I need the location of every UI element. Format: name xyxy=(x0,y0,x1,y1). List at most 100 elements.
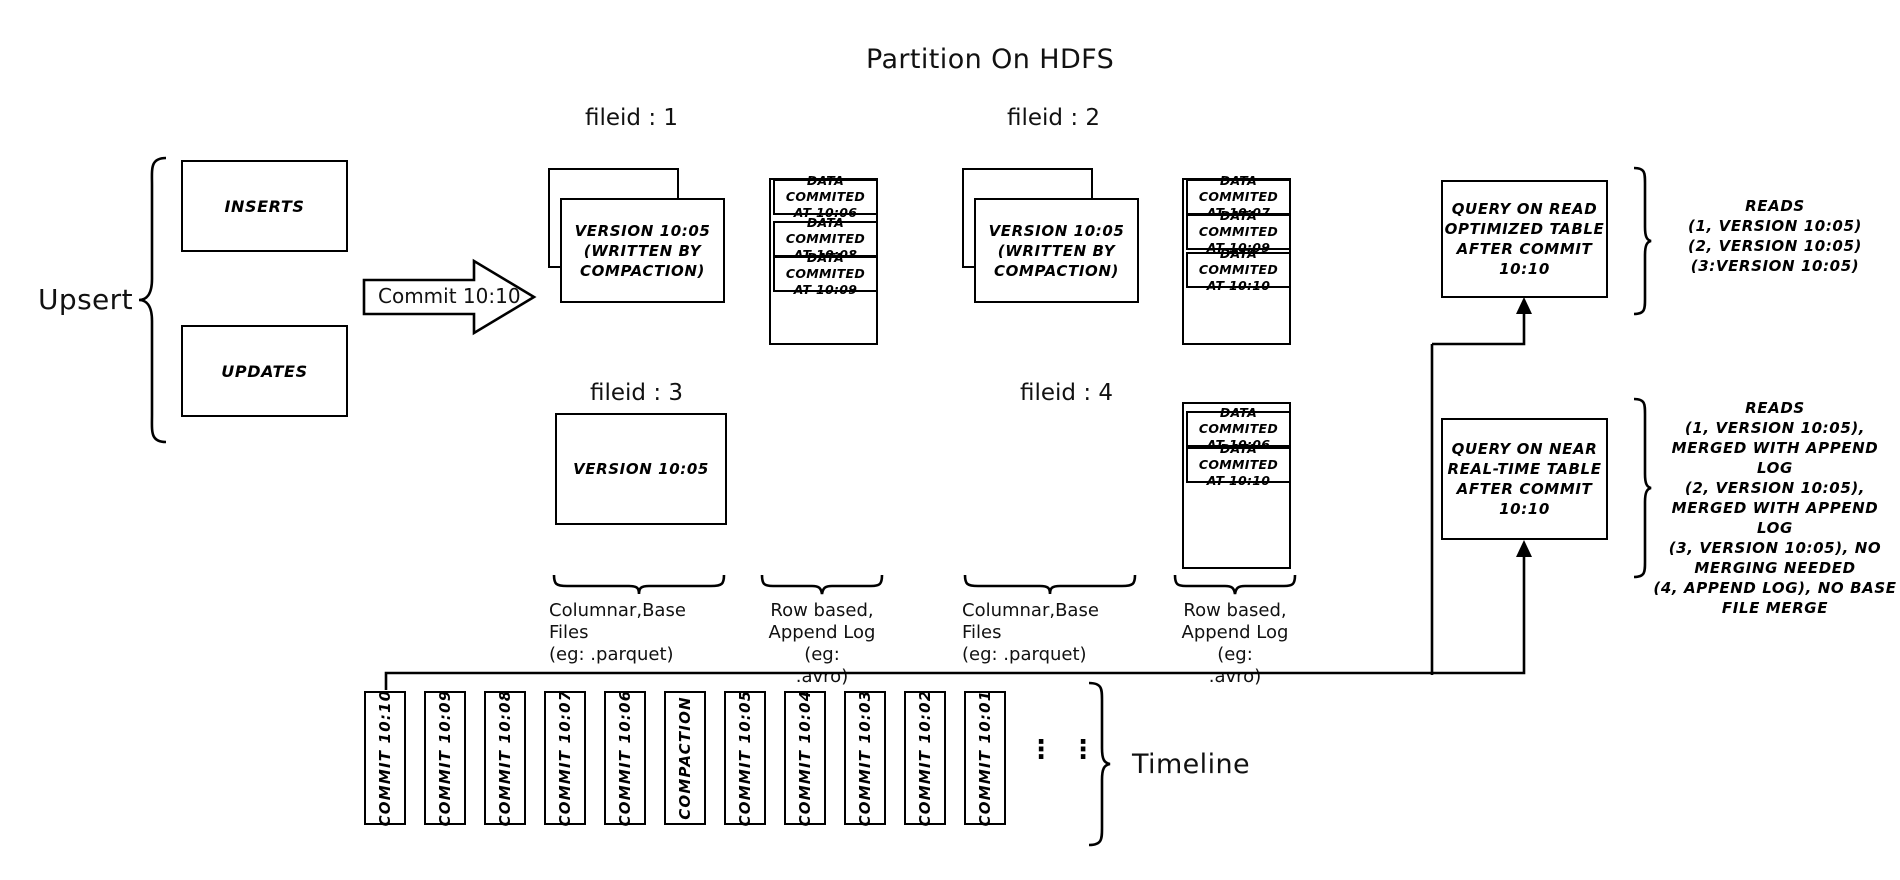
chip-label: COMMIT 10:02 xyxy=(916,689,934,827)
fileid-1-header: fileid : 1 xyxy=(585,105,679,131)
columnar-right-line2: (eg: .parquet) xyxy=(962,644,1087,665)
timeline-chip-commit-10-10[interactable]: COMMIT 10:10 xyxy=(364,689,406,827)
commit-arrow[interactable]: Commit 10:10 xyxy=(362,258,537,336)
columnar-right-line1: Columnar,Base Files xyxy=(962,600,1099,643)
query-ro-line2: OPTIMIZED TABLE xyxy=(1444,220,1605,238)
reads-nrt-line-1: (1, VERSION 10:05), xyxy=(1684,419,1866,437)
commit-arrow-label: Commit 10:10 xyxy=(378,284,521,308)
query-ro-line1: QUERY ON READ xyxy=(1451,200,1598,218)
columnar-left-line2: (eg: .parquet) xyxy=(549,644,674,665)
updates-label: UPDATES xyxy=(221,361,308,381)
query-near-realtime-box[interactable]: QUERY ON NEAR REAL-TIME TABLE AFTER COMM… xyxy=(1441,418,1608,540)
rowbased-right-line2: Append Log (eg: xyxy=(1181,622,1289,665)
rowbased-right-caption: Row based, Append Log (eg: .avro) xyxy=(1168,600,1302,688)
log-entry-line-1: DATA COMMITED xyxy=(1198,441,1279,472)
reads-near-realtime-brace xyxy=(1630,396,1654,582)
rowbased-left-line1: Row based, xyxy=(770,600,874,621)
timeline-chip-commit-10-05[interactable]: COMMIT 10:05 xyxy=(724,690,766,826)
timeline-chip-commit-10-06[interactable]: COMMIT 10:06 xyxy=(604,689,646,827)
reads-nrt-line-8: FILE MERGE xyxy=(1721,599,1829,617)
fileid-3-base-line1: VERSION 10:05 xyxy=(573,460,709,478)
fileid-1-log-entry-3[interactable]: DATA COMMITED AT 10:09 xyxy=(773,250,878,297)
fileid-4-log-entry-2[interactable]: DATA COMMITED AT 10:10 xyxy=(1186,441,1291,488)
log-entry-line-2: AT 10:09 xyxy=(1206,240,1271,255)
reads-nrt-line-3: (2, VERSION 10:05), xyxy=(1684,479,1866,497)
reads-ro-line-2: (2, VERSION 10:05) xyxy=(1688,237,1862,255)
rowbased-right-brace xyxy=(1172,572,1298,596)
fileid-4-log-shell[interactable]: DATA COMMITED AT 10:06 DATA COMMITED AT … xyxy=(1182,402,1291,569)
upsert-label: Upsert xyxy=(38,283,133,316)
fileid-2-base-front[interactable]: VERSION 10:05 (WRITTEN BY COMPACTION) xyxy=(974,198,1139,303)
columnar-left-caption: Columnar,Base Files (eg: .parquet) xyxy=(549,600,729,666)
reads-nrt-line-4: MERGED WITH APPEND LOG xyxy=(1671,499,1879,537)
fileid-2-base-line1: VERSION 10:05 xyxy=(988,221,1125,240)
chip-label: COMMIT 10:01 xyxy=(976,689,994,827)
rowbased-left-line3: .avro) xyxy=(795,666,849,687)
query-nrt-line2: REAL-TIME TABLE xyxy=(1447,460,1602,478)
fileid-1-log-shell[interactable]: DATA COMMITED AT 10:06 DATA COMMITED AT … xyxy=(769,173,878,345)
log-entry-line-2: AT 10:10 xyxy=(1206,473,1271,488)
timeline-chip-commit-10-09[interactable]: COMMIT 10:09 xyxy=(424,690,466,826)
reads-nrt-line-2: MERGED WITH APPEND LOG xyxy=(1671,439,1879,477)
reads-nrt-line-0: READS xyxy=(1745,399,1805,417)
log-entry-line-1: DATA COMMITED xyxy=(1198,405,1279,436)
reads-ro-line-3: (3:VERSION 10:05) xyxy=(1690,257,1860,275)
fileid-1-base-line2: (WRITTEN BY xyxy=(583,241,702,260)
fileid-1-base-line3: COMPACTION) xyxy=(579,261,706,280)
fileid-2-log-entry-3[interactable]: DATA COMMITED AT 10:10 xyxy=(1186,246,1291,293)
log-entry-line-1: DATA COMMITED xyxy=(1198,246,1279,277)
timeline-chip-commit-10-03[interactable]: COMMIT 10:03 xyxy=(844,689,886,827)
rowbased-right-line1: Row based, xyxy=(1183,600,1287,621)
fileid-1-base-line1: VERSION 10:05 xyxy=(574,221,711,240)
chip-label: COMMIT 10:03 xyxy=(856,689,874,827)
timeline-chip-commit-10-08[interactable]: COMMIT 10:08 xyxy=(484,689,526,827)
chip-label: COMMIT 10:08 xyxy=(496,689,514,827)
query-read-optimized-box[interactable]: QUERY ON READ OPTIMIZED TABLE AFTER COMM… xyxy=(1441,180,1608,298)
timeline-chip-commit-10-07[interactable]: COMMIT 10:07 xyxy=(544,689,586,827)
fileid-2-log-entry-2[interactable]: DATA COMMITED AT 10:09 xyxy=(1186,208,1291,255)
reads-ro-line-1: (1, VERSION 10:05) xyxy=(1688,217,1862,235)
columnar-left-line1: Columnar,Base Files xyxy=(549,600,686,643)
reads-nrt-line-5: (3, VERSION 10:05), NO xyxy=(1668,539,1882,557)
fileid-2-base-line2: (WRITTEN BY xyxy=(997,241,1116,260)
fileid-2-base-line3: COMPACTION) xyxy=(993,261,1120,280)
timeline-ellipsis-1: ⋮ xyxy=(1028,735,1054,765)
fileid-1-log-entry-1[interactable]: DATA COMMITED AT 10:06 xyxy=(773,173,878,220)
log-entry-line-2: AT 10:06 xyxy=(793,205,858,220)
chip-label: COMMIT 10:07 xyxy=(556,689,574,827)
page-title: Partition On HDFS xyxy=(866,44,1115,75)
inserts-box[interactable]: INSERTS xyxy=(181,160,348,252)
chip-label: COMMIT 10:04 xyxy=(796,689,814,827)
query-nrt-line4: 10:10 xyxy=(1499,500,1550,518)
query-nrt-line3: AFTER COMMIT xyxy=(1456,480,1593,498)
query-nrt-line1: QUERY ON NEAR xyxy=(1451,440,1598,458)
log-entry-line-1: DATA COMMITED xyxy=(785,250,866,281)
timeline-label: Timeline xyxy=(1132,749,1251,780)
reads-near-realtime-text: READS (1, VERSION 10:05), MERGED WITH AP… xyxy=(1652,398,1898,618)
log-entry-line-1: DATA COMMITED xyxy=(1198,208,1279,239)
log-entry-line-1: DATA COMMITED xyxy=(785,173,866,204)
timeline-chip-commit-10-01[interactable]: COMMIT 10:01 xyxy=(964,689,1006,827)
fileid-1-log-entry-2[interactable]: DATA COMMITED AT 10:08 xyxy=(773,215,878,262)
fileid-3-base-box[interactable]: VERSION 10:05 xyxy=(555,413,727,525)
fileid-1-base-front[interactable]: VERSION 10:05 (WRITTEN BY COMPACTION) xyxy=(560,198,725,303)
rowbased-left-brace xyxy=(759,572,885,596)
timeline-chip-commit-10-02[interactable]: COMMIT 10:02 xyxy=(904,689,946,827)
reads-read-optimized-text: READS (1, VERSION 10:05) (2, VERSION 10:… xyxy=(1660,196,1890,276)
timeline-brace xyxy=(1086,680,1118,850)
upsert-brace xyxy=(136,155,170,445)
reads-ro-line-0: READS xyxy=(1745,197,1805,215)
chip-label: COMMIT 10:10 xyxy=(376,689,394,827)
fileid-2-log-shell[interactable]: DATA COMMITED AT 10:07 DATA COMMITED AT … xyxy=(1182,173,1291,345)
columnar-right-caption: Columnar,Base Files (eg: .parquet) xyxy=(962,600,1142,666)
updates-box[interactable]: UPDATES xyxy=(181,325,348,417)
chip-label: COMMIT 10:06 xyxy=(616,689,634,827)
reads-nrt-line-7: (4, APPEND LOG), NO BASE xyxy=(1653,579,1897,597)
timeline-chip-compaction[interactable]: COMPACTION xyxy=(664,691,706,825)
fileid-4-header: fileid : 4 xyxy=(1020,380,1114,406)
timeline-chip-commit-10-04[interactable]: COMMIT 10:04 xyxy=(784,689,826,827)
columnar-right-brace xyxy=(962,572,1138,596)
fileid-2-log-entry-1[interactable]: DATA COMMITED AT 10:07 xyxy=(1186,173,1291,220)
